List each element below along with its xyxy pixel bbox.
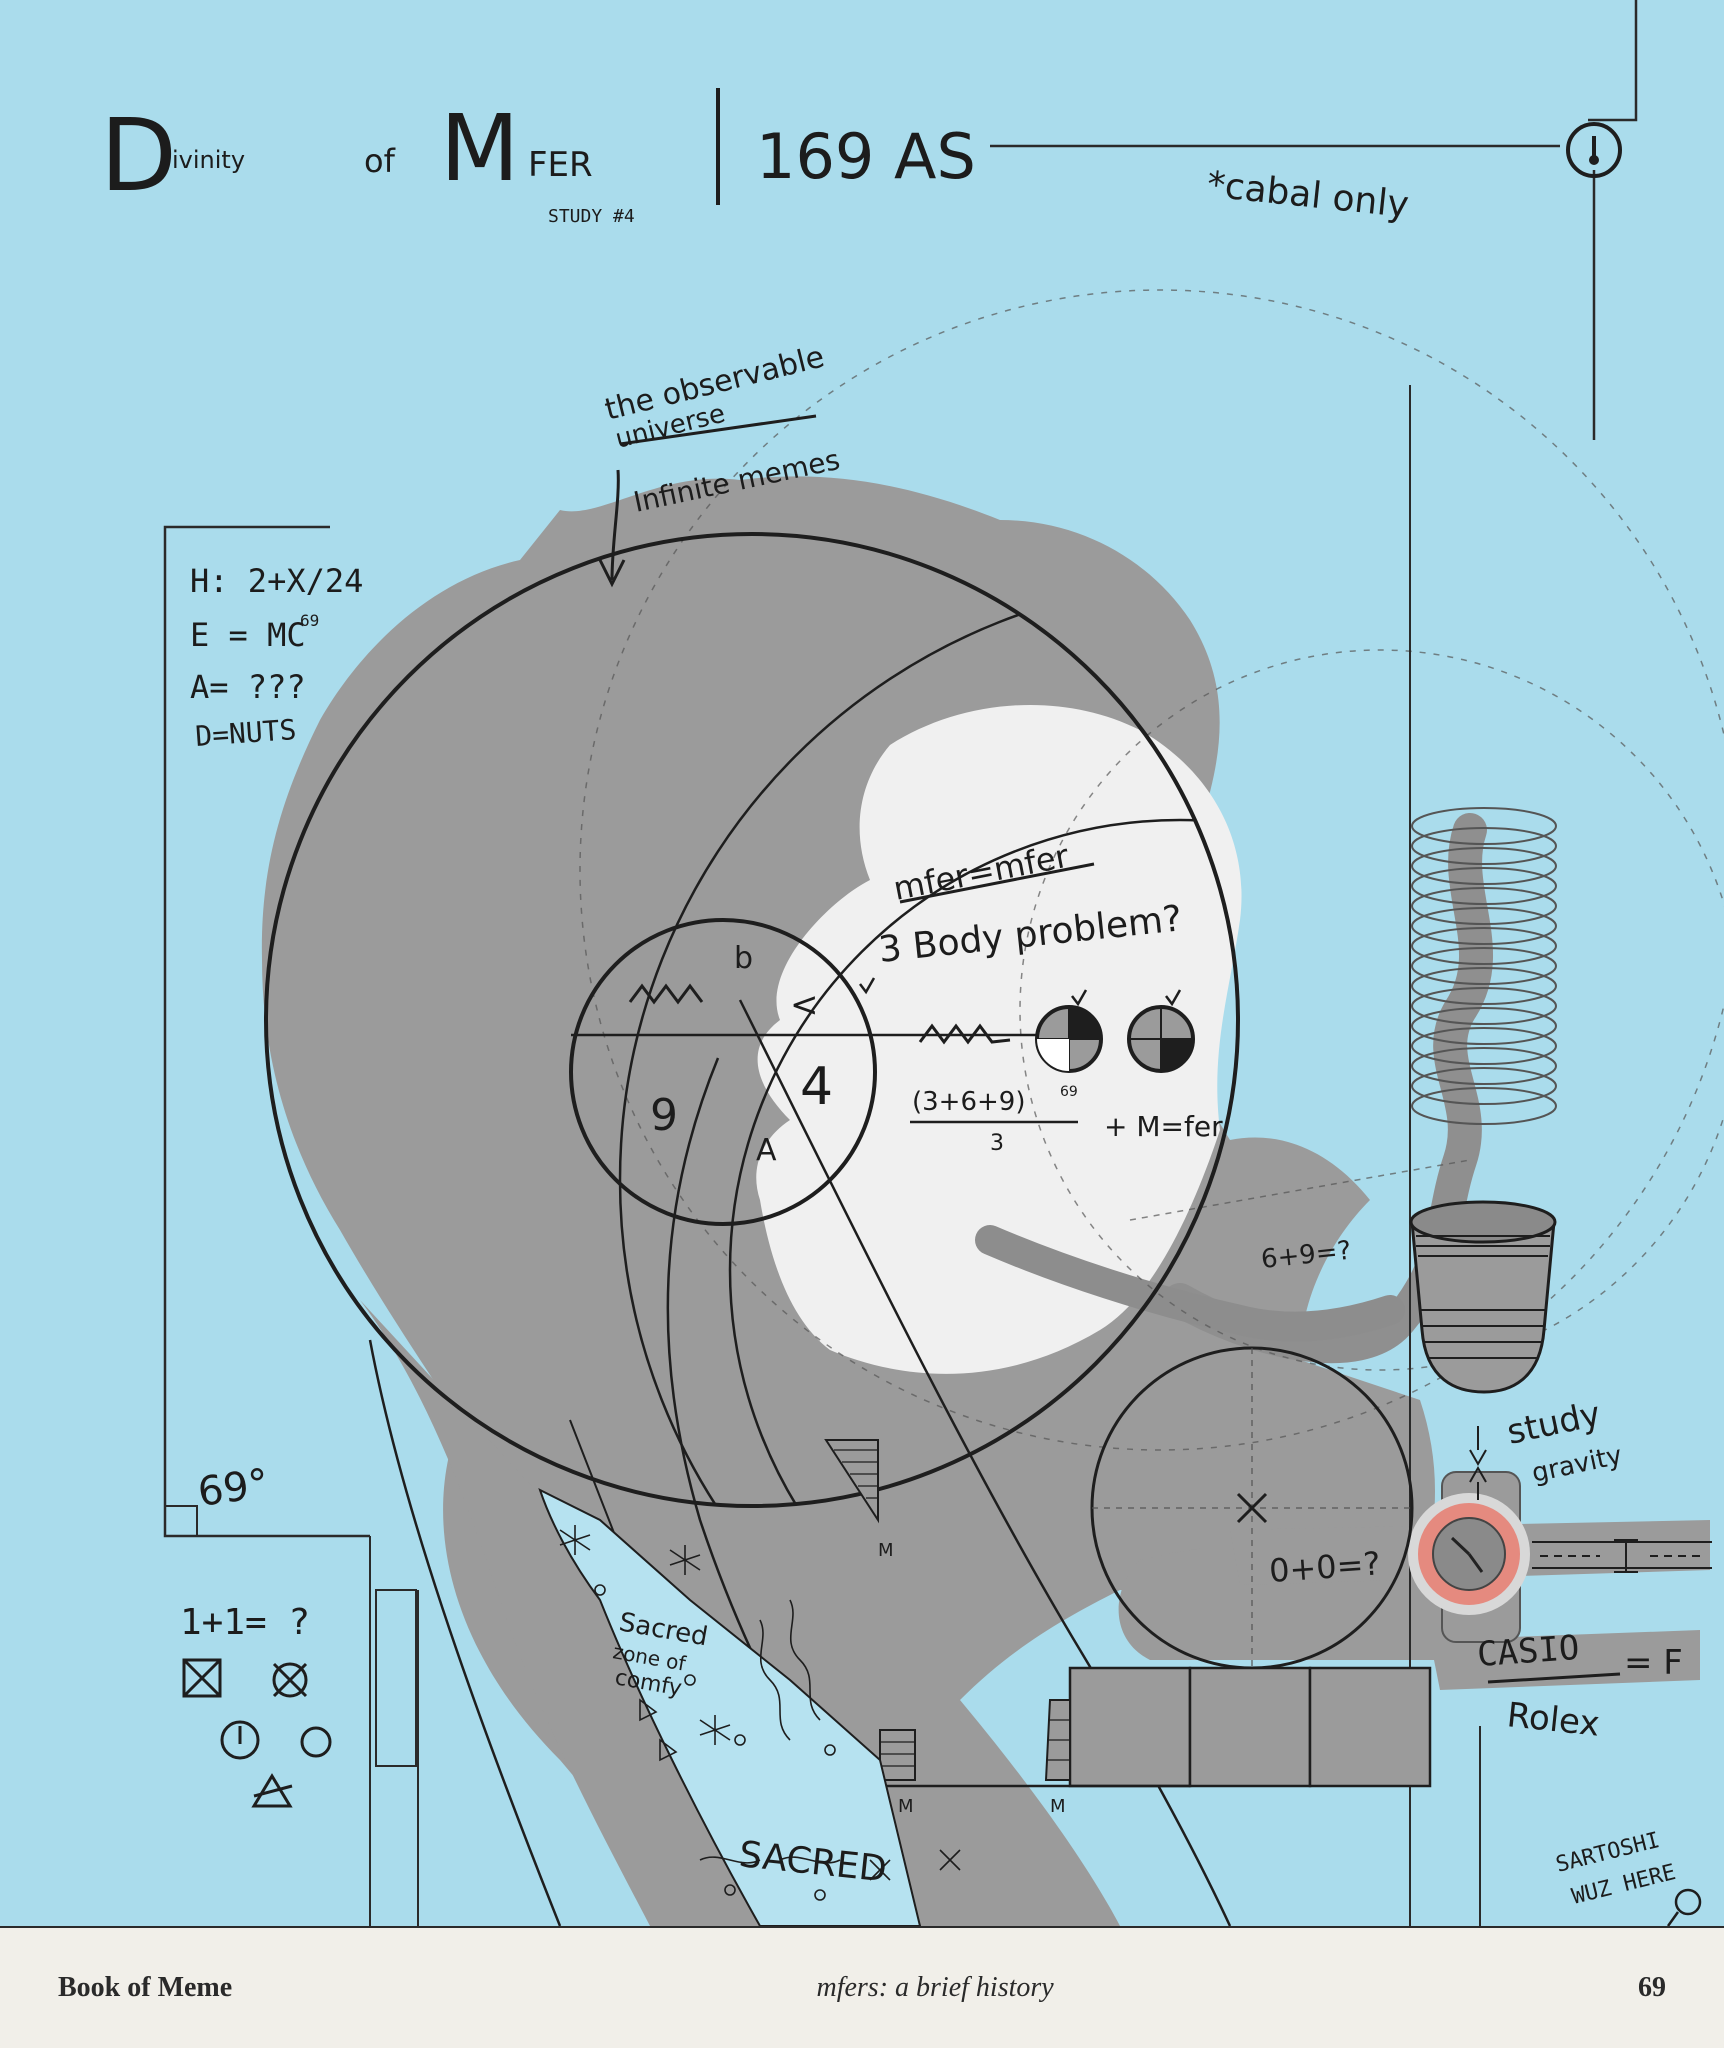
m-label-1: M bbox=[878, 1540, 894, 1561]
formula-numerator: (3+6+9) bbox=[912, 1087, 1025, 1117]
observable-arrow bbox=[598, 469, 626, 588]
page-number: 69 bbox=[1638, 1972, 1666, 2003]
equals-f-text: = F bbox=[1624, 1643, 1683, 1683]
title-fer: FER bbox=[528, 145, 593, 185]
equation-a: A= ??? bbox=[190, 668, 306, 706]
equation-e-exponent: 69 bbox=[300, 611, 319, 630]
quartered-circle bbox=[569, 918, 877, 1226]
box-row bbox=[1068, 1666, 1432, 1788]
mfer-underline bbox=[899, 862, 1095, 904]
quadrant-lt: < bbox=[790, 985, 819, 1025]
dashed-diagonal bbox=[1129, 1159, 1471, 1221]
equation-d: D=NUTS bbox=[194, 713, 297, 753]
symbol-doodles bbox=[182, 1658, 332, 1808]
zero-zero-label: 0+0=? bbox=[1268, 1544, 1382, 1590]
mfer-face bbox=[756, 704, 1242, 1374]
spiral-arc-3 bbox=[738, 999, 1232, 1926]
study-label: STUDY #4 bbox=[548, 206, 635, 227]
right-eye bbox=[1127, 1005, 1195, 1073]
angle-label: 69° bbox=[195, 1460, 272, 1515]
rolex-text: Rolex bbox=[1505, 1695, 1601, 1744]
quadrant-b: b bbox=[734, 941, 753, 976]
quadrant-a: A bbox=[756, 1133, 777, 1168]
mfer-neck bbox=[360, 1300, 780, 1926]
dashed-circle-large bbox=[579, 289, 1724, 1451]
book-title: Book of Meme bbox=[58, 1972, 233, 2003]
top-right-frame bbox=[990, 0, 1638, 440]
casio-rolex-bar bbox=[1487, 1672, 1621, 1684]
bookmark-rect bbox=[375, 1589, 417, 1767]
arm-band-lower bbox=[1430, 1630, 1700, 1690]
spiral-arc-1 bbox=[368, 1339, 562, 1926]
magnifier-icon bbox=[1666, 1888, 1702, 1926]
cigarette-smoke bbox=[1163, 813, 1493, 1364]
title-of: of bbox=[364, 142, 396, 180]
sacred-zone-doodles bbox=[559, 1525, 961, 1901]
left-frame bbox=[163, 525, 370, 1538]
dashed-circle-medium bbox=[1019, 649, 1724, 1371]
compass-icon bbox=[1566, 122, 1622, 178]
right-angle-mark bbox=[164, 1505, 198, 1537]
title-m: M bbox=[440, 95, 519, 202]
quadrant-4: 4 bbox=[800, 1057, 833, 1117]
gravity-cup bbox=[1409, 1200, 1557, 1394]
title-initial: D bbox=[100, 97, 177, 214]
formula-denominator: 3 bbox=[990, 1131, 1004, 1156]
face-shadow bbox=[975, 1225, 1405, 1342]
equation-e: E = MC bbox=[190, 616, 306, 654]
cross-mark bbox=[1236, 1492, 1268, 1524]
sacred-zone bbox=[538, 1488, 922, 1926]
title-small: ivinity bbox=[172, 146, 245, 174]
observable-underline bbox=[619, 414, 817, 446]
formula-rest: + M=fer bbox=[1104, 1110, 1223, 1143]
zigzag-face bbox=[918, 1023, 1011, 1045]
m-label-2: M bbox=[1050, 1796, 1066, 1817]
equation-h: H: 2+X/24 bbox=[190, 562, 363, 600]
coil-spring bbox=[1411, 807, 1557, 1125]
observable-universe-circle bbox=[264, 532, 1240, 1508]
chapter-title: mfers: a brief history bbox=[816, 1972, 1054, 2003]
zigzag-quadrant bbox=[628, 983, 704, 1005]
left-eye bbox=[1035, 1005, 1103, 1073]
casio-text: CASIO bbox=[1476, 1628, 1581, 1675]
watch-strap-lines bbox=[1469, 1426, 1712, 1573]
artwork: D ivinity of M FER STUDY #4 169 AS *caba… bbox=[0, 0, 1724, 1926]
page-footer: Book of Meme mfers: a brief history 69 bbox=[0, 1926, 1724, 2048]
code-label: 169 AS bbox=[756, 120, 976, 193]
one-plus-one-label: 1+1= ? bbox=[180, 1602, 310, 1643]
casio-watch bbox=[1408, 1471, 1530, 1643]
eye-checkmarks bbox=[859, 977, 1182, 1007]
formula-exponent: 69 bbox=[1060, 1084, 1078, 1100]
m-label-3: M bbox=[898, 1796, 914, 1817]
quadrant-9: 9 bbox=[650, 1090, 678, 1141]
